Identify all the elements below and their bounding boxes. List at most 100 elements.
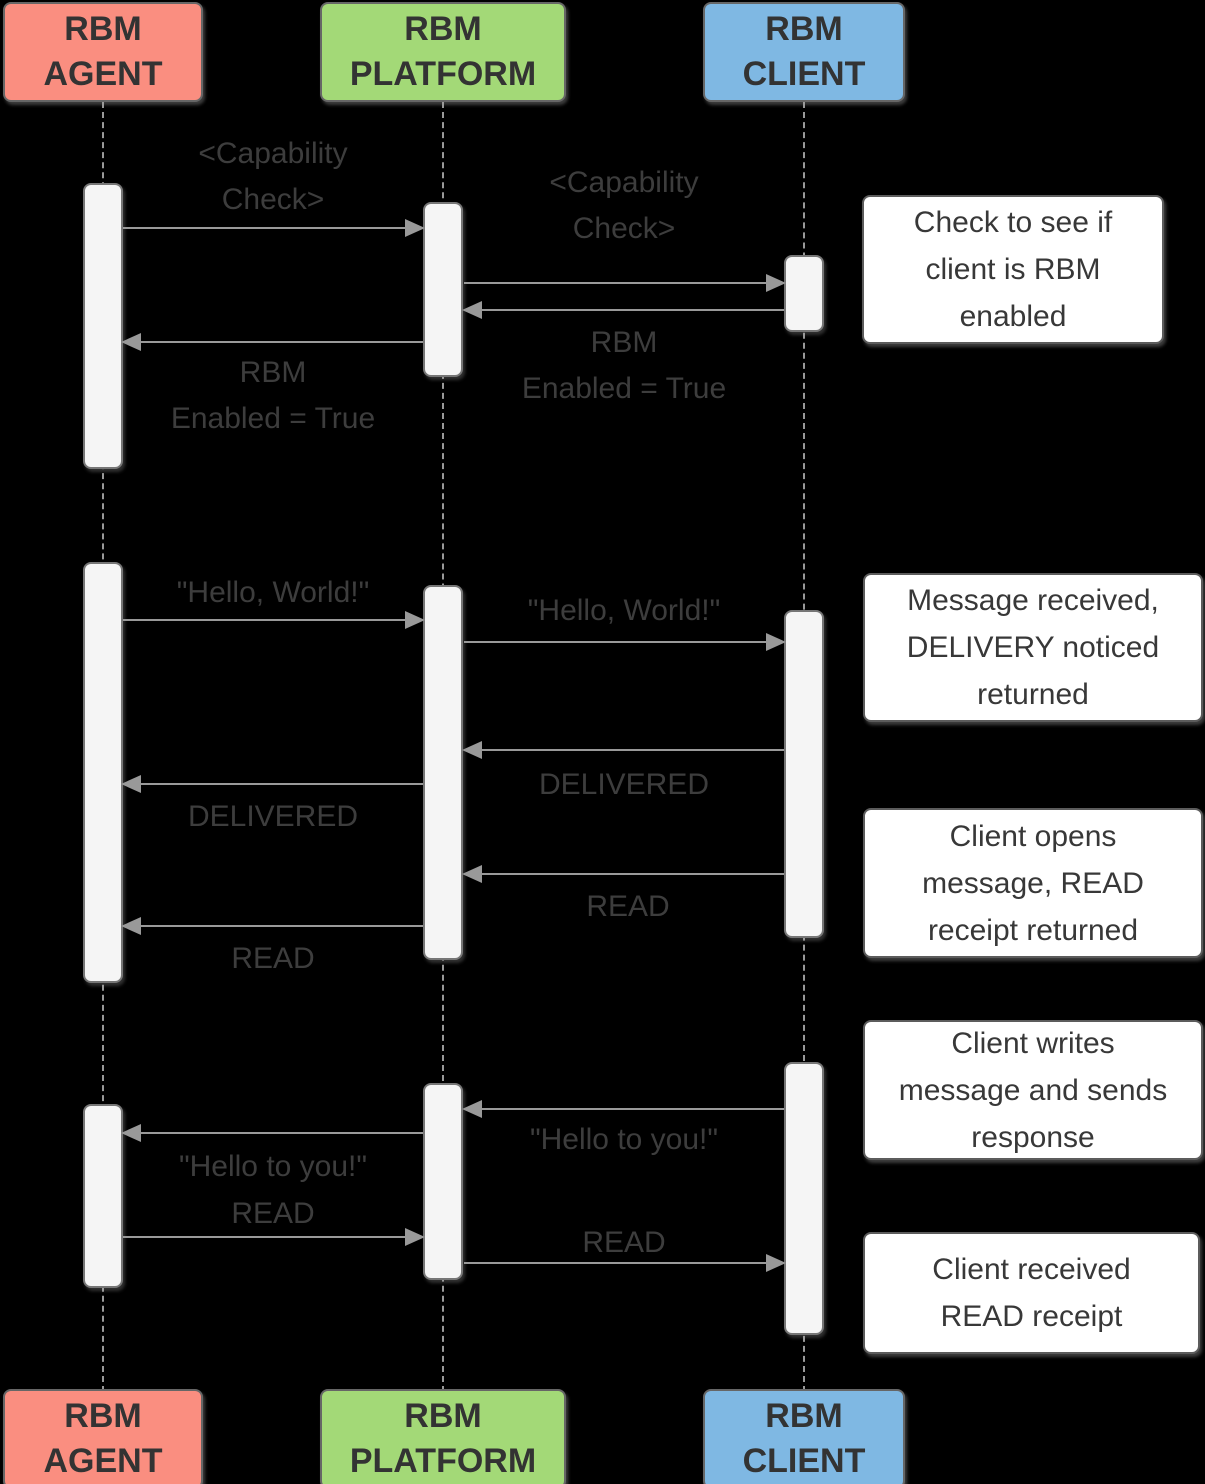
- actor-label-line: RBM: [765, 1397, 843, 1436]
- note-text-line: message, READ: [922, 866, 1144, 900]
- note-response: Client writes message and sends response: [863, 1020, 1203, 1160]
- arrowhead-icon: [121, 775, 141, 793]
- actor-label-line: RBM: [404, 1397, 482, 1436]
- message-arrow-rbm-enabled-client-platform: [462, 301, 784, 319]
- message-label-line: READ: [586, 890, 670, 923]
- message-label-delivered-platform-agent: DELIVERED: [0, 794, 573, 840]
- actor-label-line: RBM: [64, 1397, 142, 1436]
- note-text-line: message and sends: [898, 1073, 1168, 1107]
- actor-label-line: CLIENT: [742, 1442, 866, 1480]
- actor-box-client-bottom: RBM CLIENT: [703, 1389, 905, 1484]
- note-text-line: enabled: [959, 300, 1067, 333]
- actor-label-line: RBM: [64, 10, 142, 49]
- message-label-line: Check>: [572, 212, 676, 245]
- message-label-line: "Hello, World!": [176, 576, 370, 609]
- actor-box-client-top: RBM CLIENT: [703, 2, 905, 102]
- activation-bar-client-1: [784, 255, 824, 332]
- message-label-line: READ: [231, 942, 315, 975]
- message-label-line: DELIVERED: [538, 768, 710, 801]
- actor-label-line: PLATFORM: [349, 55, 537, 93]
- arrowhead-icon: [766, 1254, 786, 1272]
- arrowhead-icon: [462, 741, 482, 759]
- actor-label-line: CLIENT: [742, 55, 866, 93]
- message-arrow-hello-world-agent-platform: [123, 611, 425, 629]
- actor-label-line: RBM: [404, 10, 482, 49]
- message-label-rbm-enabled-platform-agent: RBM Enabled = True: [0, 350, 573, 442]
- message-label-hello-world-platform-client: "Hello, World!": [324, 588, 924, 634]
- note-capability: Check to see if client is RBM enabled: [862, 195, 1164, 344]
- message-label-rbm-enabled-client-platform: RBM Enabled = True: [324, 320, 924, 412]
- note-text-line: receipt returned: [927, 913, 1139, 947]
- message-label-line: "Hello to you!": [178, 1150, 368, 1183]
- message-arrow-hello-to-you-platform-agent: [121, 1124, 423, 1142]
- message-arrow-read-client-platform: [462, 865, 784, 883]
- message-label-read-client-platform: READ: [328, 884, 928, 930]
- message-label-line: Enabled = True: [170, 402, 376, 435]
- activation-bar-client-2: [784, 610, 824, 938]
- activation-bar-agent-1: [83, 183, 123, 469]
- actor-label-line: PLATFORM: [349, 1442, 537, 1480]
- message-arrow-delivered-platform-agent: [121, 775, 423, 793]
- note-text-line: DELIVERY noticed: [906, 631, 1160, 664]
- message-arrow-capability-check-platform-client: [464, 274, 786, 292]
- note-text-line: response: [971, 1120, 1095, 1154]
- activation-bar-platform-2: [423, 585, 463, 960]
- message-label-hello-world-agent-platform: "Hello, World!": [0, 570, 573, 616]
- note-text-line: Client received: [932, 1253, 1131, 1286]
- note-text-line: Client writes: [951, 1026, 1115, 1060]
- message-label-read-agent-platform: READ: [0, 1191, 573, 1237]
- note-text-line: Check to see if: [913, 206, 1113, 239]
- message-label-line: RBM: [590, 326, 658, 359]
- message-label-line: Check>: [221, 183, 325, 216]
- arrowhead-icon: [405, 219, 425, 237]
- message-label-line: Enabled = True: [521, 372, 727, 405]
- message-label-line: RBM: [239, 356, 307, 389]
- activation-bar-platform-3: [423, 1083, 463, 1280]
- arrowhead-icon: [462, 865, 482, 883]
- message-label-line: READ: [582, 1226, 666, 1259]
- message-arrow-capability-check-agent-platform: [123, 219, 425, 237]
- actor-box-platform-bottom: RBM PLATFORM: [320, 1389, 566, 1484]
- message-label-line: <Capability: [198, 137, 348, 170]
- message-label-line: "Hello to you!": [529, 1123, 719, 1156]
- arrowhead-icon: [121, 1124, 141, 1142]
- arrowhead-icon: [405, 1228, 425, 1246]
- note-text-line: client is RBM: [925, 253, 1101, 286]
- note-text-line: Message received,: [907, 584, 1159, 617]
- message-label-line: <Capability: [549, 166, 699, 199]
- activation-bar-client-3: [784, 1062, 824, 1335]
- actor-label-line: RBM: [765, 10, 843, 49]
- arrowhead-icon: [766, 633, 786, 651]
- message-label-hello-to-you-client-platform: "Hello to you!": [324, 1117, 924, 1163]
- message-label-hello-to-you-platform-agent: "Hello to you!": [0, 1144, 573, 1190]
- message-arrow-read-agent-platform: [123, 1228, 425, 1246]
- arrowhead-icon: [766, 274, 786, 292]
- arrowhead-icon: [462, 301, 482, 319]
- message-arrow-read-platform-agent: [121, 917, 423, 935]
- arrowhead-icon: [121, 333, 141, 351]
- message-label-line: READ: [231, 1197, 315, 1230]
- message-label-line: "Hello, World!": [527, 594, 721, 627]
- arrowhead-icon: [121, 917, 141, 935]
- activation-bar-platform-1: [423, 202, 463, 377]
- message-arrow-hello-world-platform-client: [464, 633, 786, 651]
- note-text-line: Client opens: [949, 819, 1117, 853]
- message-label-line: DELIVERED: [187, 800, 359, 833]
- message-label-read-platform-client: READ: [324, 1220, 924, 1266]
- note-read: Client opens message, READ receipt returne…: [863, 808, 1203, 958]
- message-arrow-delivered-client-platform: [462, 741, 784, 759]
- message-label-read-platform-agent: READ: [0, 936, 573, 982]
- actor-box-platform-top: RBM PLATFORM: [320, 2, 566, 102]
- arrowhead-icon: [405, 611, 425, 629]
- message-label-delivered-client-platform: DELIVERED: [324, 762, 924, 808]
- message-arrow-read-platform-client: [464, 1254, 786, 1272]
- note-text-line: READ receipt: [940, 1300, 1123, 1333]
- message-arrow-rbm-enabled-platform-agent: [121, 333, 423, 351]
